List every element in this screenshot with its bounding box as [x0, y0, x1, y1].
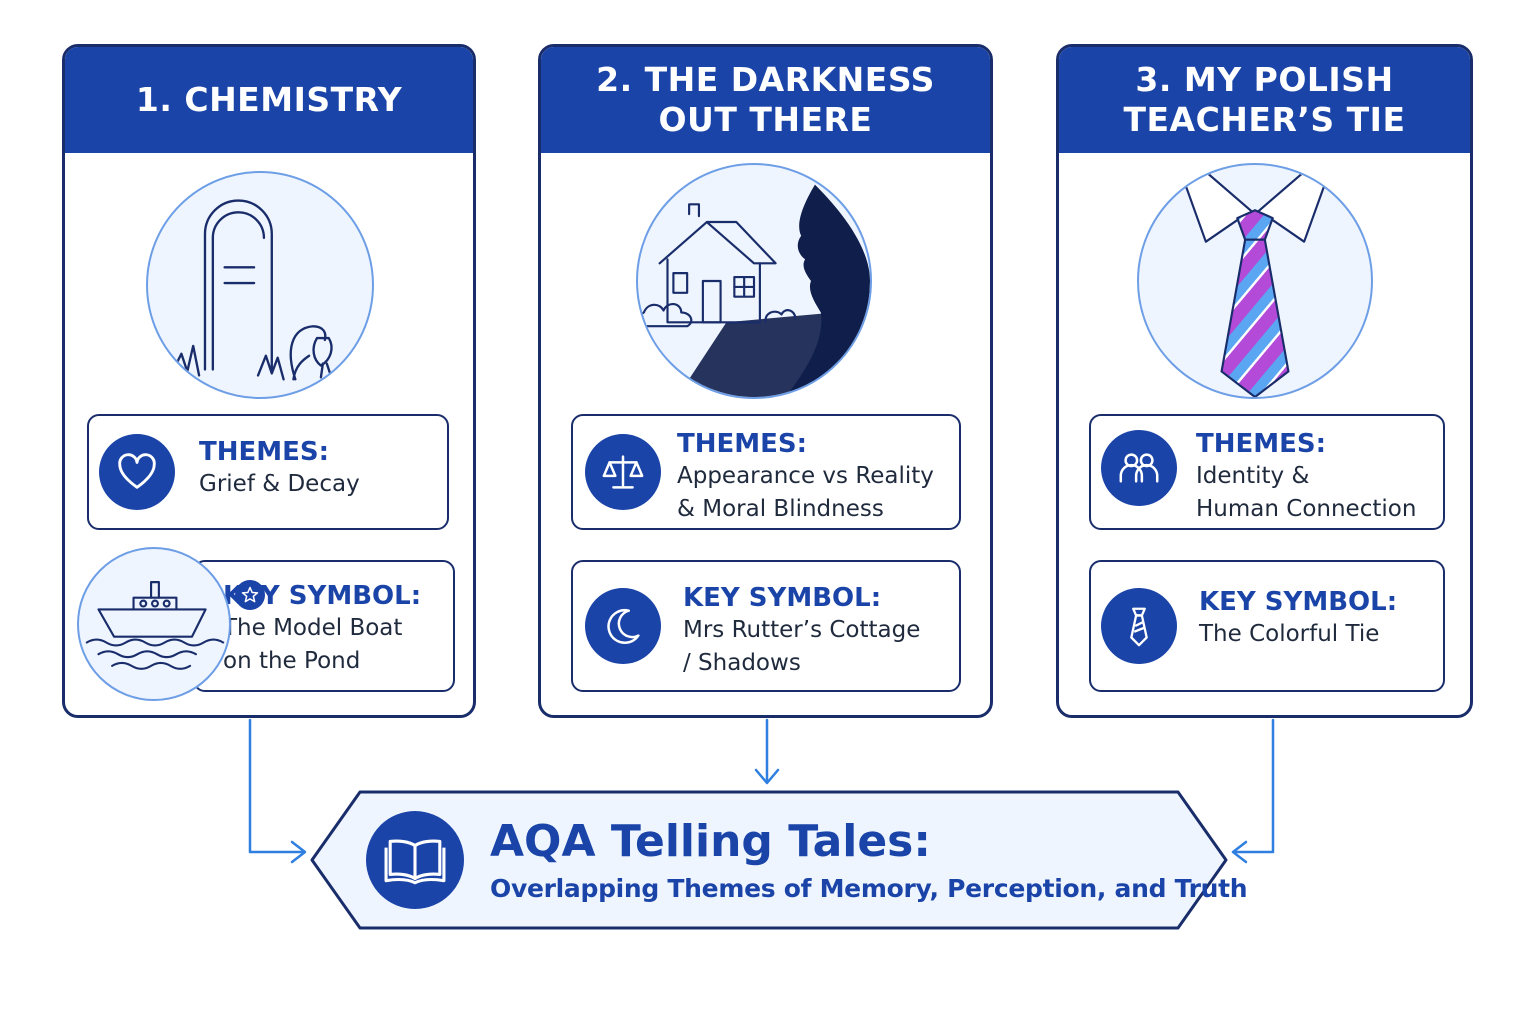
- card-header: 3. MY POLISH TEACHER’S TIE: [1059, 47, 1470, 153]
- card-title: 3. MY POLISH TEACHER’S TIE: [1123, 60, 1406, 139]
- people-icon: [1101, 430, 1177, 506]
- tie-icon: [1101, 588, 1177, 664]
- boat-icon: [77, 547, 231, 701]
- themes-label: THEMES:: [1196, 429, 1327, 459]
- key-symbol-box: KEY SYMBOL: Mrs Rutter’s Cottage / Shado…: [571, 560, 961, 692]
- card-polish-teachers-tie: 3. MY POLISH TEACHER’S TIE THEMES:: [1056, 44, 1473, 718]
- heart-icon: [99, 434, 175, 510]
- banner-title: AQA Telling Tales:: [490, 816, 931, 867]
- arrow-from-card-1: [248, 718, 306, 854]
- themes-text: Identity & Human Connection: [1196, 463, 1417, 522]
- scales-icon: [585, 434, 661, 510]
- card-title: 1. CHEMISTRY: [135, 80, 403, 119]
- themes-label: THEMES:: [677, 429, 808, 459]
- key-symbol-box: KEY SYMBOL: The Model Boat on the Pond: [193, 560, 455, 692]
- tie-illustration: [1137, 163, 1373, 399]
- card-header: 2. THE DARKNESS OUT THERE: [541, 47, 990, 153]
- themes-label: THEMES:: [199, 437, 330, 467]
- gravestone-illustration: [146, 171, 374, 399]
- themes-text: Appearance vs Reality & Moral Blindness: [677, 463, 934, 522]
- themes-box: THEMES: Grief & Decay: [87, 414, 449, 530]
- themes-box: THEMES: Identity & Human Connection: [1089, 414, 1445, 530]
- banner-text: AQA Telling Tales: Overlapping Themes of…: [490, 816, 1248, 908]
- key-symbol-box: KEY SYMBOL: The Colorful Tie: [1089, 560, 1445, 692]
- themes-box: THEMES: Appearance vs Reality & Moral Bl…: [571, 414, 961, 530]
- banner-subtitle: Overlapping Themes of Memory, Perception…: [490, 874, 1248, 903]
- cottage-illustration: [636, 163, 872, 399]
- card-header: 1. CHEMISTRY: [65, 47, 473, 153]
- key-symbol-text: Mrs Rutter’s Cottage / Shadows: [683, 617, 921, 676]
- crescent-moon-icon: [585, 588, 661, 664]
- key-symbol-text: The Colorful Tie: [1199, 621, 1380, 647]
- card-darkness-out-there: 2. THE DARKNESS OUT THERE: [538, 44, 993, 718]
- arrow-from-card-3: [1232, 718, 1275, 854]
- key-symbol-label: KEY SYMBOL:: [683, 583, 882, 613]
- themes-text: Grief & Decay: [199, 471, 360, 497]
- open-book-icon: [366, 811, 464, 909]
- card-chemistry: 1. CHEMISTRY THEMES: Grief & Decay K: [62, 44, 476, 718]
- star-icon: [235, 580, 265, 610]
- key-symbol-label: KEY SYMBOL:: [1199, 587, 1398, 617]
- card-title: 2. THE DARKNESS OUT THERE: [596, 60, 935, 139]
